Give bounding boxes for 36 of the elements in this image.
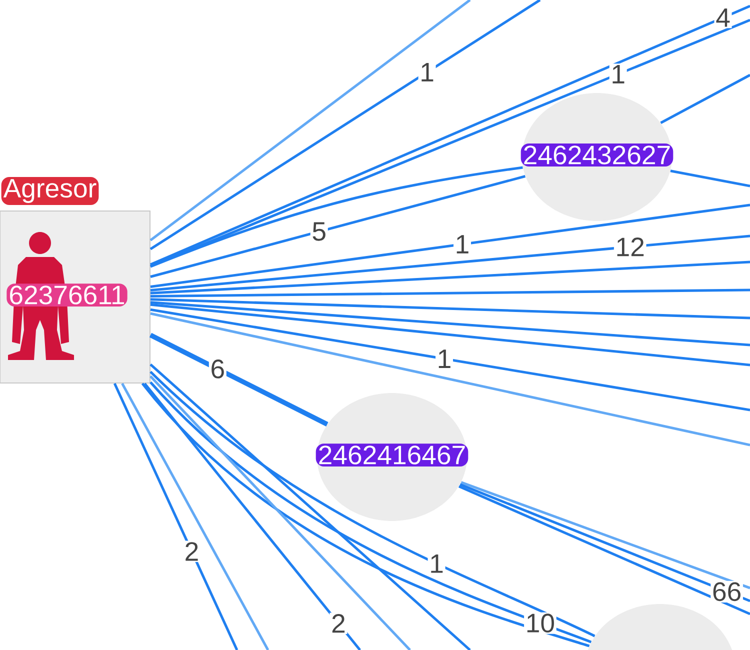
connector — [121, 382, 270, 650]
edge-label: 1 — [609, 64, 627, 85]
edge-label: 1 — [454, 234, 471, 255]
connector — [660, 74, 750, 124]
connector — [150, 298, 750, 320]
connector — [150, 175, 526, 278]
connector — [670, 170, 750, 188]
edge-label: 4 — [714, 7, 732, 28]
connector — [150, 363, 471, 650]
edge-label: 1 — [418, 62, 436, 83]
connector — [113, 382, 238, 650]
connector — [150, 375, 411, 650]
connector — [150, 308, 750, 412]
connector — [150, 303, 750, 366]
connector — [150, 234, 750, 292]
edge-label: 6 — [208, 358, 226, 380]
node-heading: Agresor — [1, 177, 99, 205]
connector — [150, 0, 471, 242]
connector — [150, 0, 541, 250]
connector — [150, 312, 750, 446]
edge-label: 10 — [524, 612, 556, 634]
connector — [150, 166, 523, 268]
connector — [144, 382, 361, 650]
connector — [150, 204, 750, 288]
edge-label: 1 — [436, 348, 454, 370]
node-label: 62376611 — [6, 284, 128, 306]
edge-label: 2 — [182, 540, 200, 562]
edge-label: 1 — [428, 553, 446, 574]
connector — [150, 288, 750, 298]
connector — [149, 332, 328, 426]
edge-label: 5 — [310, 220, 328, 242]
edge-label: 66 — [710, 580, 743, 602]
connector — [150, 260, 750, 294]
edge-label: 12 — [614, 236, 646, 258]
edge-label: 2 — [330, 612, 348, 634]
connector — [150, 301, 750, 346]
